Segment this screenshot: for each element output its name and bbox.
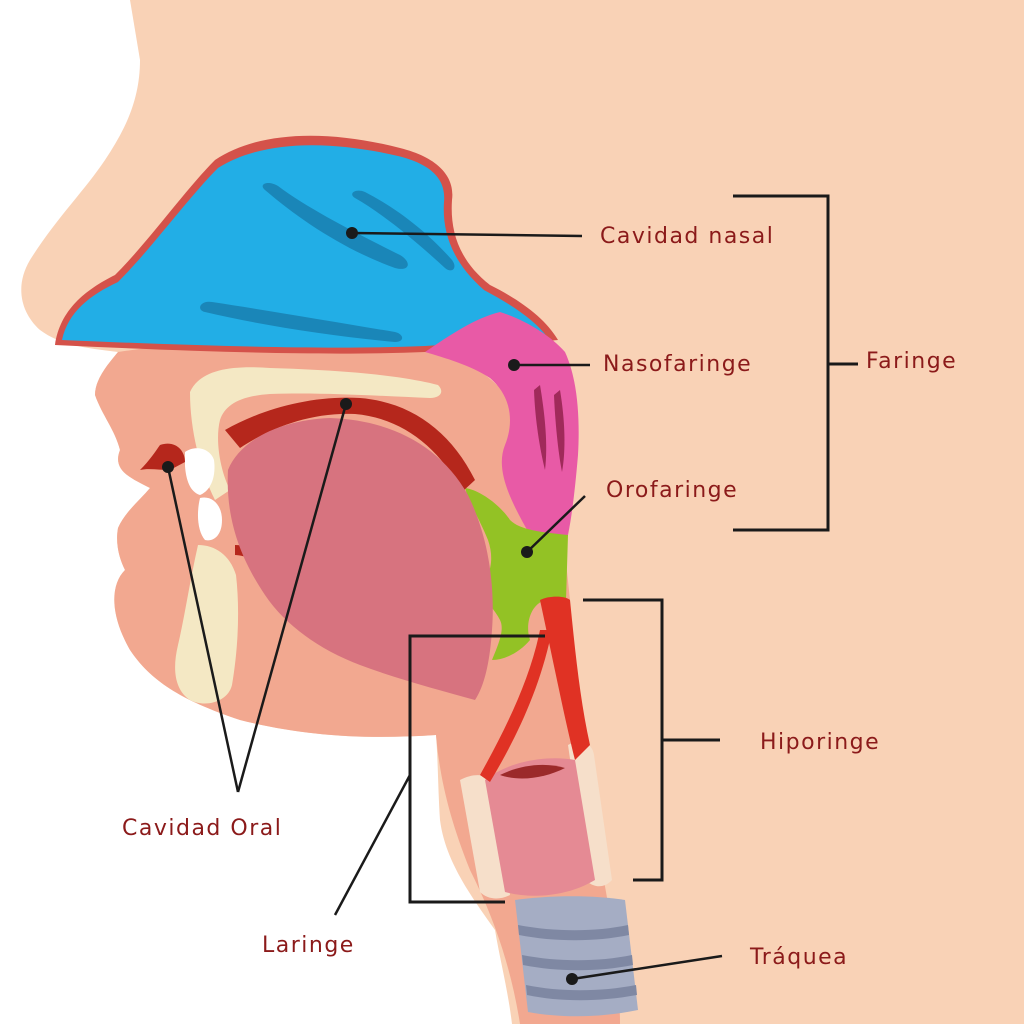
anchor-dot	[340, 398, 352, 410]
mouth-roof	[225, 397, 475, 492]
label-laringe: Laringe	[262, 933, 355, 958]
nasal-concha-middle	[352, 190, 455, 271]
lower-tooth	[197, 497, 222, 541]
bracket-laringe	[408, 634, 545, 904]
trachea	[515, 896, 638, 1017]
mandible-bone	[175, 545, 239, 704]
nasopharynx-fold	[534, 385, 547, 470]
anchor-dot	[346, 227, 358, 239]
anchor-dot	[508, 359, 520, 371]
tongue	[227, 418, 493, 700]
leader-orofaringe	[526, 495, 586, 553]
trachea-ring	[526, 985, 637, 1001]
leader-cavidad-oral-1	[166, 466, 240, 793]
label-nasofaringe: Nasofaringe	[603, 352, 753, 377]
oropharynx	[465, 488, 568, 660]
nasal-concha-lower	[200, 301, 403, 342]
leader-traquea	[571, 954, 723, 981]
label-faringe: Faringe	[866, 349, 958, 374]
label-traquea: Tráquea	[750, 945, 849, 970]
larynx-cartilage	[568, 741, 612, 887]
anchor-dot	[566, 973, 578, 985]
nasal-concha-upper	[262, 183, 408, 269]
palate-bone	[190, 367, 442, 500]
esophagus	[540, 596, 590, 760]
trachea-ring	[522, 955, 633, 971]
anchor-dot	[521, 546, 533, 558]
leader-cavidad-nasal	[351, 231, 583, 238]
nasopharynx-fold	[554, 390, 565, 472]
upper-lip	[140, 443, 185, 470]
label-hiporinge: Hiporinge	[760, 730, 881, 755]
nasal-cavity	[62, 145, 548, 348]
epiglottis	[480, 630, 552, 782]
leader-cavidad-oral-2	[236, 403, 348, 793]
vocal-folds	[500, 764, 565, 779]
leader-laringe	[333, 774, 412, 916]
upper-tooth	[185, 448, 215, 495]
label-cavidad-oral: Cavidad Oral	[122, 816, 283, 841]
nasopharynx	[425, 312, 579, 535]
larynx	[485, 758, 595, 896]
label-cavidad-nasal: Cavidad nasal	[600, 224, 775, 249]
trachea-ring	[518, 925, 629, 941]
label-orofaringe: Orofaringe	[606, 478, 739, 503]
anchor-dot	[162, 461, 174, 473]
